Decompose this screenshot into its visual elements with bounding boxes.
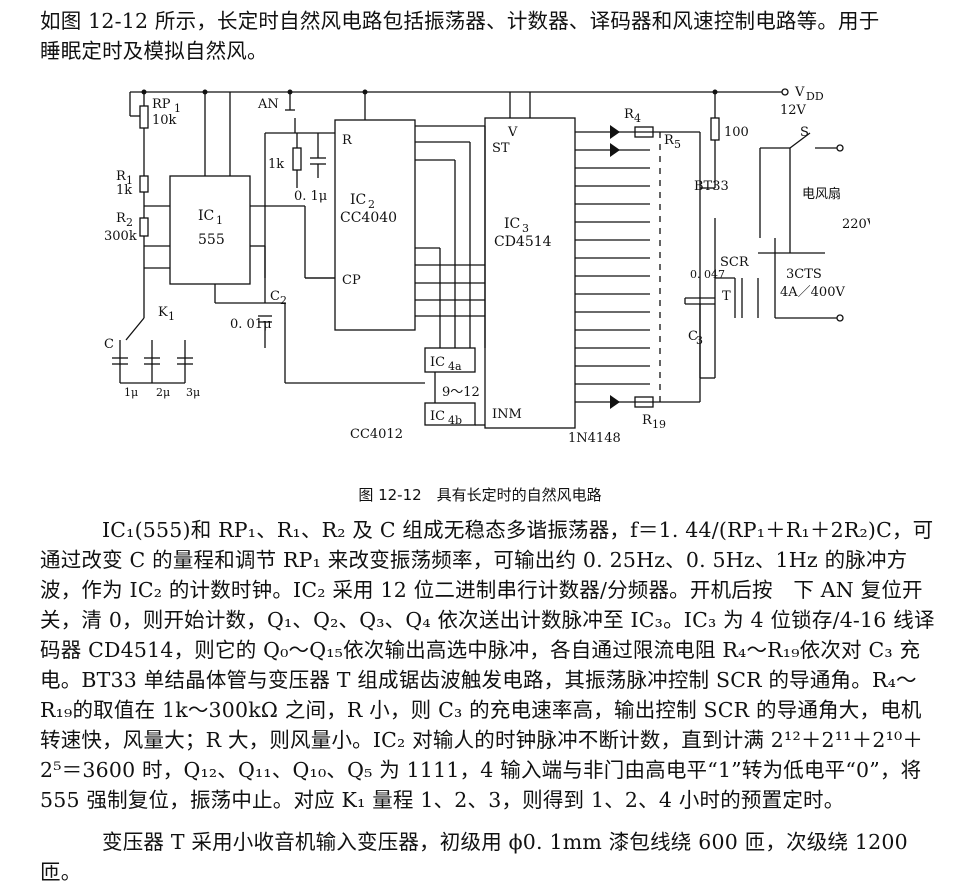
figure-caption: 图 12-12 具有长定时的自然风电路 bbox=[358, 486, 602, 504]
ic3-type: CD4514 bbox=[494, 234, 552, 250]
r1-label: R bbox=[116, 169, 127, 184]
ic3-label: IC bbox=[504, 216, 520, 232]
r2-value: 300k bbox=[104, 229, 137, 244]
ic3-st-pin: ST bbox=[492, 141, 510, 156]
r19-label: R bbox=[642, 413, 653, 428]
ic4b-subscript: 4b bbox=[448, 414, 462, 427]
triac-label: 3CTS bbox=[786, 267, 822, 282]
ic2-type: CC4040 bbox=[340, 210, 397, 226]
ic4a-label: IC bbox=[430, 355, 445, 370]
intro-line-1: 如图 12-12 所示，长定时自然风电路包括振荡器、计数器、译码器和风速控制电路… bbox=[40, 9, 880, 33]
ic2-r-pin: R bbox=[342, 133, 353, 148]
cc4012-label: CC4012 bbox=[350, 427, 403, 442]
ic1-subscript: 1 bbox=[216, 214, 223, 227]
body-paragraph-2: 变压器 T 采用小收音机输入变压器，初级用 ϕ0. 1mm 漆包线绕 600 匝… bbox=[40, 830, 908, 884]
c2-subscript: 2 bbox=[280, 294, 287, 307]
r5-label: R bbox=[664, 133, 675, 148]
transformer-label: T bbox=[722, 289, 731, 304]
c-0-1u-label: 0. 1μ bbox=[294, 189, 327, 204]
r2-label: R bbox=[116, 211, 127, 226]
k1-subscript: 1 bbox=[168, 310, 175, 323]
cap-1u-label: 1μ bbox=[124, 386, 138, 399]
c-switch-label: C bbox=[104, 337, 114, 352]
ic3-inm-pin: INM bbox=[492, 407, 522, 422]
cap-2u-label: 2μ bbox=[156, 386, 170, 399]
scr-label: SCR bbox=[720, 255, 750, 270]
r5-subscript: 5 bbox=[674, 138, 681, 151]
c3-value: 0. 047 bbox=[690, 268, 725, 281]
body-paragraph-1: IC₁(555)和 RP₁、R₁、R₂ 及 C 组成无稳态多谐振荡器，f＝1. … bbox=[40, 518, 935, 812]
mains-voltage-label: 220V~ bbox=[842, 217, 870, 232]
triac-rating-label: 4A／400V bbox=[780, 285, 845, 300]
vdd-label: V bbox=[794, 85, 805, 100]
fan-label: 电风扇 bbox=[802, 186, 841, 202]
c3-subscript: 3 bbox=[696, 334, 703, 347]
intro-line-2: 睡眠定时及模拟自然风。 bbox=[40, 39, 268, 63]
r4-subscript: 4 bbox=[634, 112, 641, 125]
circuit-diagram: V DD 12V RP 1 10k R 1 1k R 2 300k IC 1 5… bbox=[104, 85, 870, 446]
supply-voltage-label: 12V bbox=[780, 103, 807, 118]
ic2-subscript: 2 bbox=[368, 198, 375, 211]
r-100-label: 100 bbox=[724, 125, 749, 140]
r1-subscript: 1 bbox=[126, 174, 133, 187]
vdd-subscript: DD bbox=[806, 90, 824, 103]
switch-s-label: S bbox=[800, 125, 809, 140]
r1-value: 1k bbox=[116, 183, 132, 198]
k1-label: K bbox=[158, 305, 168, 320]
r19-subscript: 19 bbox=[652, 418, 666, 431]
ic1-label: IC bbox=[198, 208, 214, 224]
ic3-subscript: 3 bbox=[522, 222, 529, 235]
ic1-type: 555 bbox=[198, 232, 225, 248]
diode-label: 1N4148 bbox=[568, 431, 621, 446]
rp1-value: 10k bbox=[152, 113, 177, 128]
r4-label: R bbox=[624, 107, 635, 122]
ic4a-subscript: 4a bbox=[448, 360, 462, 373]
ic4b-label: IC bbox=[430, 409, 445, 424]
rp1-label: RP bbox=[152, 97, 171, 112]
ic2-label: IC bbox=[350, 192, 366, 208]
ic3-vc-pin: V bbox=[507, 125, 518, 140]
an-button-label: AN bbox=[257, 97, 279, 112]
r2-subscript: 2 bbox=[126, 216, 133, 229]
r-1k-label: 1k bbox=[268, 157, 284, 172]
bt33-label: BT33 bbox=[694, 179, 729, 194]
c3-label: C bbox=[688, 329, 698, 344]
cap-3u-label: 3μ bbox=[186, 386, 200, 399]
c2-label: C bbox=[270, 289, 280, 304]
range-label: 9～12 bbox=[442, 385, 480, 400]
rp1-subscript: 1 bbox=[174, 102, 181, 115]
ic2-cp-pin: CP bbox=[342, 273, 361, 288]
c2-value: 0. 01μ bbox=[230, 317, 272, 332]
